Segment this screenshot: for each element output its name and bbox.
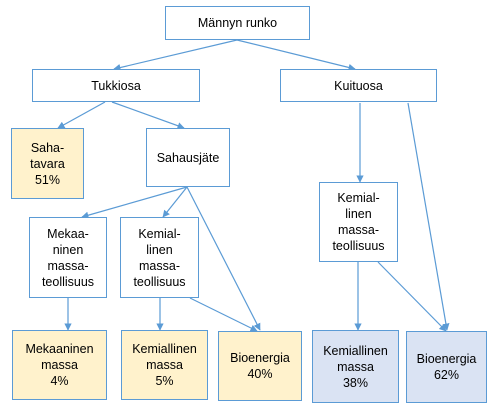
node-sahatavara-label: Saha- tavara 51%: [30, 140, 65, 187]
node-kemiallinen-massa-kuitu-label: Kemiallinen massa 38%: [323, 343, 388, 390]
node-root-label: Männyn runko: [197, 16, 278, 30]
node-kuituosa: Kuituosa: [280, 69, 437, 102]
arrow-kemiallinen-b-to-bioenergia: [377, 261, 447, 332]
arrow-kemiallinen-a-to-bioenergia: [189, 297, 258, 332]
node-root: Männyn runko: [165, 6, 310, 40]
node-kemiallinen-massa-sahausjate: Kemiallinen massa 5%: [121, 330, 208, 400]
node-kemiallinen-teollisuus-sahausjate-label: Kemial- linen massa- teollisuus: [133, 226, 186, 289]
node-kemiallinen-teollisuus-kuitu: Kemial- linen massa- teollisuus: [319, 182, 398, 262]
arrow-root-to-kuituosa: [236, 39, 356, 71]
node-bioenergia-kuitu: Bioenergia 62%: [406, 331, 487, 403]
node-mekaaninen-teollisuus: Mekaa- ninen massa- teollisuus: [29, 217, 107, 298]
node-mekaaninen-teollisuus-label: Mekaa- ninen massa- teollisuus: [41, 226, 95, 289]
arrow-sahausjate-to-bioenergia: [186, 186, 261, 331]
node-tukkiosa-label: Tukkiosa: [91, 78, 141, 93]
arrow-kuituosa-to-bioenergia: [407, 102, 450, 331]
node-kemiallinen-teollisuus-kuitu-label: Kemial- linen massa- teollisuus: [332, 191, 385, 253]
node-sahatavara: Saha- tavara 51%: [11, 128, 84, 199]
node-kuituosa-label: Kuituosa: [334, 78, 383, 93]
arrow-tukkiosa-to-sahausjate: [111, 101, 185, 130]
node-kemiallinen-massa-sahausjate-label: Kemiallinen massa 5%: [132, 342, 197, 388]
arrow-tukkiosa-to-sahatavara: [57, 101, 106, 129]
node-sahausjate: Sahausjäte: [146, 128, 230, 187]
node-mekaaninen-massa: Mekaaninen massa 4%: [12, 330, 107, 400]
node-bioenergia-kuitu-label: Bioenergia 62%: [416, 352, 477, 382]
node-bioenergia-sahausjate-label: Bioenergia 40%: [230, 351, 290, 381]
node-bioenergia-sahausjate: Bioenergia 40%: [218, 331, 302, 401]
node-mekaaninen-massa-label: Mekaaninen massa 4%: [25, 342, 94, 388]
arrow-sahausjate-to-mekaaninen-teollisuus: [81, 186, 188, 219]
node-sahausjate-label: Sahausjäte: [156, 150, 220, 165]
arrow-root-to-tukkiosa: [113, 39, 238, 72]
node-tukkiosa: Tukkiosa: [32, 69, 200, 102]
node-kemiallinen-massa-kuitu: Kemiallinen massa 38%: [312, 330, 399, 403]
arrow-sahausjate-to-kemiallinen-teollisuus: [162, 186, 188, 218]
node-kemiallinen-teollisuus-sahausjate: Kemial- linen massa- teollisuus: [120, 217, 199, 298]
